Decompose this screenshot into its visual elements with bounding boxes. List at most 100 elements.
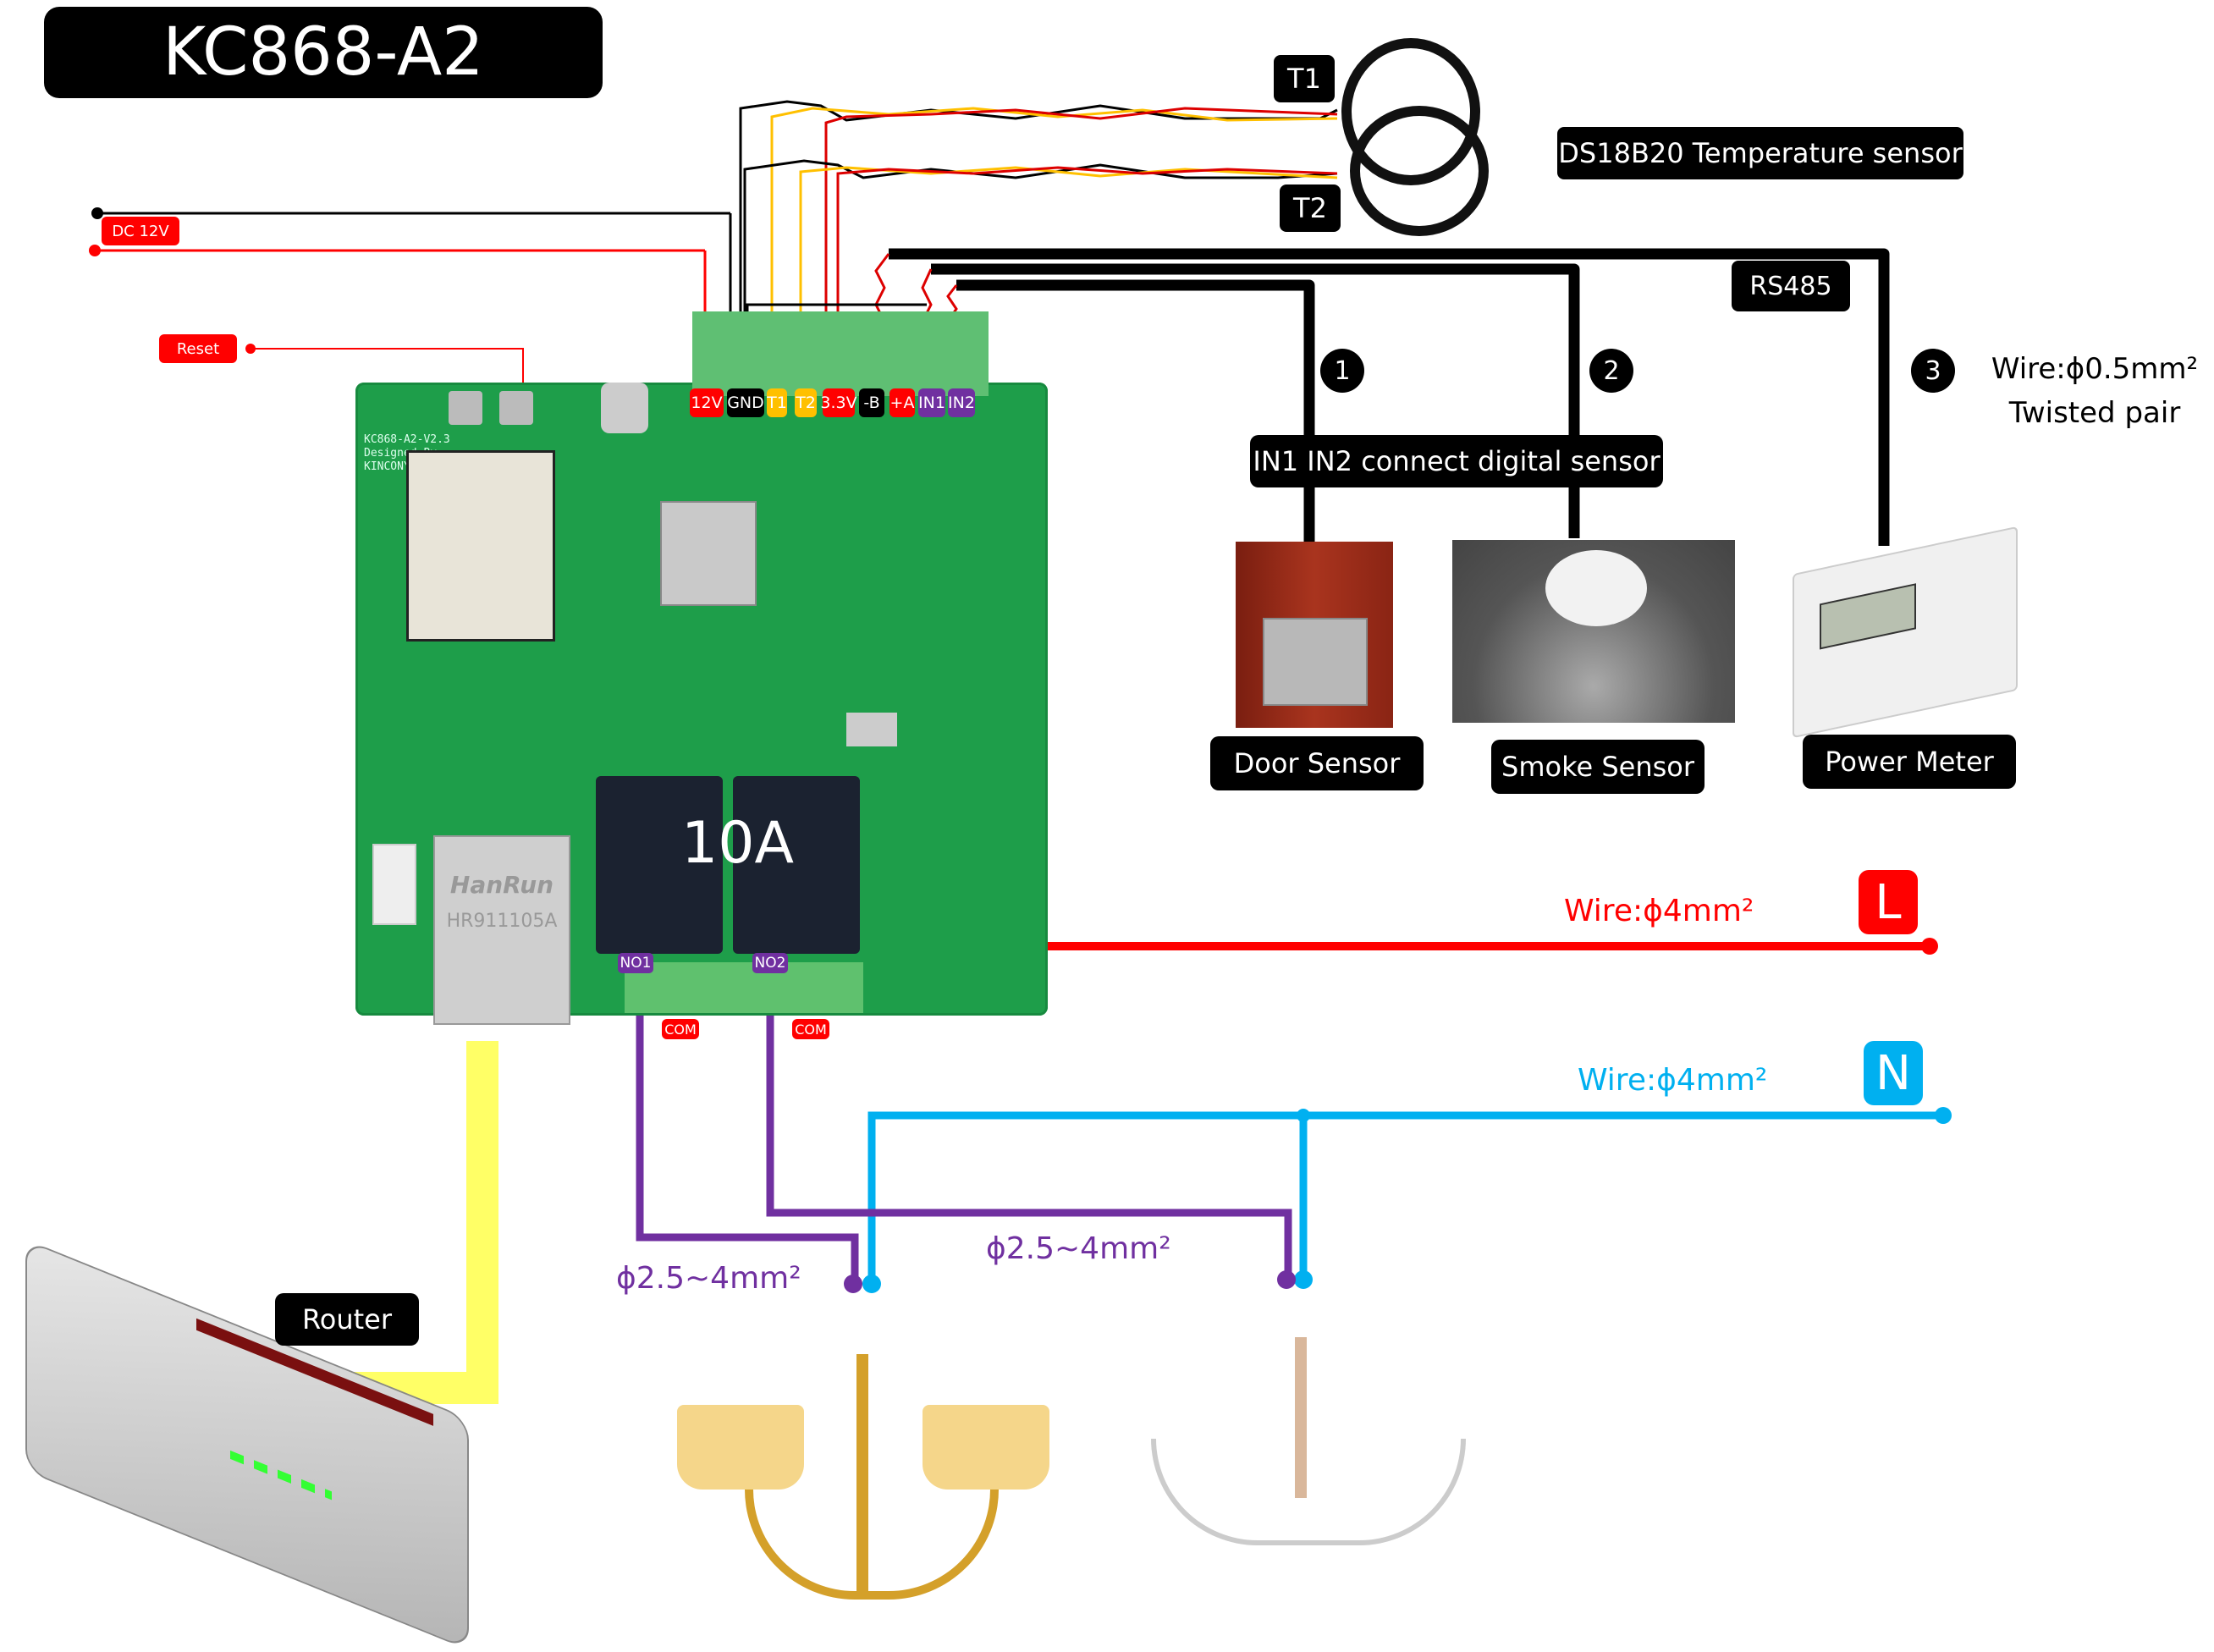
usb-c-port[interactable] (601, 383, 648, 433)
ds18b20-label: DS18B20 Temperature sensor (1558, 137, 1963, 169)
gold-chandelier (669, 1354, 1058, 1608)
gold-chandelier-body (745, 1490, 999, 1600)
lamp1-live-dot (844, 1275, 862, 1293)
smoke-sensor-badge: Smoke Sensor (1491, 740, 1705, 794)
terminal-label: +A (889, 394, 915, 412)
door-sensor-image (1236, 542, 1393, 728)
no2-tag: NO2 (752, 953, 788, 973)
title-text: KC868-A2 (162, 14, 484, 91)
terminal-in2[interactable]: IN2 (948, 388, 975, 417)
micro-usb-port[interactable] (846, 713, 897, 746)
smoke-detector (1545, 550, 1647, 626)
rj45-model: HR911105A (446, 911, 558, 932)
no1-load-wire (636, 984, 859, 1282)
router-label: Router (301, 1303, 393, 1335)
live-wire-spec: Wire:ϕ4mm² (1564, 894, 1754, 928)
neutral-junction (1297, 1109, 1310, 1122)
power-meter-badge: Power Meter (1803, 735, 2016, 789)
sensor-header[interactable] (372, 844, 416, 925)
rj45-port[interactable]: HanRun HR911105A (433, 835, 570, 1025)
dc-12v-label: DC 12V (112, 222, 169, 240)
dc-gnd-terminal-dot (91, 207, 103, 219)
dc-12v-tag: DC 12V (102, 217, 179, 245)
load-wire-spec-2: ϕ2.5~4mm² (986, 1231, 1171, 1266)
neutral-lamp1-dot (862, 1275, 881, 1293)
neutral-badge-text: N (1875, 1045, 1911, 1101)
crystal-chandelier-arms (1151, 1439, 1466, 1545)
relay-terminal-block[interactable] (625, 962, 863, 1013)
badge-1-text: 1 (1334, 355, 1351, 386)
no1-tag: NO1 (618, 953, 653, 973)
t2-black-wire (743, 159, 1338, 315)
terminal-3v3[interactable]: 3.3V (820, 388, 857, 417)
reset-wire (251, 348, 524, 398)
badge-2-text: 2 (1603, 355, 1620, 386)
reset-dot (245, 344, 256, 354)
crystal-chandelier (1134, 1337, 1473, 1591)
live-badge-text: L (1875, 874, 1902, 930)
digital-input-badge: IN1 IN2 connect digital sensor (1250, 435, 1663, 487)
input-terminal-block[interactable] (692, 311, 989, 396)
rs485-twist-drop (874, 253, 890, 322)
com1-label: COM (664, 1021, 697, 1038)
t2-yellow-wire (799, 166, 1338, 315)
terminal-in1[interactable]: IN1 (918, 388, 945, 417)
terminal-label: GND (727, 394, 764, 412)
terminal-label: T1 (767, 394, 787, 412)
no1-label: NO1 (620, 955, 652, 972)
terminal-t1[interactable]: T1 (767, 388, 787, 417)
reset-tag: Reset (159, 334, 237, 363)
t1-red-wire (824, 107, 1338, 315)
terminal-12v[interactable]: 12V (690, 388, 724, 417)
com1-tag: COM (662, 1019, 699, 1039)
smoke-sensor-label: Smoke Sensor (1501, 751, 1694, 783)
neutral-badge: N (1864, 1041, 1923, 1105)
terminal-b-minus[interactable]: -B (859, 388, 884, 417)
terminal-gnd[interactable]: GND (727, 388, 764, 417)
t2-badge: T2 (1280, 184, 1341, 232)
rs485-cable (889, 248, 1890, 546)
relay-2 (733, 776, 860, 954)
esp32-module (406, 450, 555, 642)
load-wire-spec-1: ϕ2.5~4mm² (616, 1261, 801, 1296)
t2-label: T2 (1293, 192, 1327, 224)
badge-1: 1 (1320, 349, 1364, 393)
brand-text: KINCONY (364, 460, 410, 473)
com2-label: COM (795, 1021, 827, 1038)
gold-chandelier-stem (856, 1354, 868, 1591)
terminal-label: 3.3V (820, 394, 857, 412)
com2-tag: COM (792, 1019, 829, 1039)
power-meter-lcd (1820, 583, 1916, 650)
neutral-wire-spec: Wire:ϕ4mm² (1578, 1063, 1768, 1098)
terminal-label: -B (863, 394, 880, 412)
t1-yellow-wire (770, 107, 1338, 315)
terminal-t2[interactable]: T2 (795, 388, 817, 417)
rs485-wire-spec: Wire:ϕ0.5mm² Twisted pair (1980, 347, 2209, 435)
neutral-end-dot (1935, 1107, 1952, 1124)
neutral-lamp2-dot (1294, 1270, 1313, 1289)
door-sensor-label: Door Sensor (1233, 747, 1401, 779)
reset-button[interactable] (499, 391, 533, 425)
dc-12v-terminal-dot (89, 245, 101, 256)
t1-label: T1 (1287, 63, 1321, 95)
relay-rating-label: 10A (681, 810, 795, 877)
reset-label: Reset (176, 339, 220, 358)
board-model-text: KC868-A2-V2.3 (364, 433, 450, 446)
neutral-wire (867, 1111, 1943, 1282)
boot-button[interactable] (449, 391, 482, 425)
t2-red-wire (836, 166, 1338, 315)
terminal-label: IN1 (918, 394, 945, 412)
no2-load-wire (766, 984, 1292, 1278)
wire-spec-line1: Wire:ϕ0.5mm² (1991, 352, 2199, 386)
router-badge: Router (275, 1293, 419, 1346)
terminal-label: 12V (691, 394, 723, 412)
kc868-a2-board: KC868-A2-V2.3 Designed By KINCONY 10A Ha… (355, 383, 1048, 1025)
sim-slot[interactable] (660, 501, 757, 606)
terminal-label: T2 (796, 394, 816, 412)
rs485-label: RS485 (1749, 271, 1832, 301)
ds18b20-badge: DS18B20 Temperature sensor (1557, 127, 1963, 179)
title-badge: KC868-A2 (44, 7, 603, 98)
terminal-a-plus[interactable]: +A (889, 388, 915, 417)
smoke-sensor-image (1452, 540, 1735, 723)
gold-chandelier-shade-left (677, 1405, 804, 1490)
